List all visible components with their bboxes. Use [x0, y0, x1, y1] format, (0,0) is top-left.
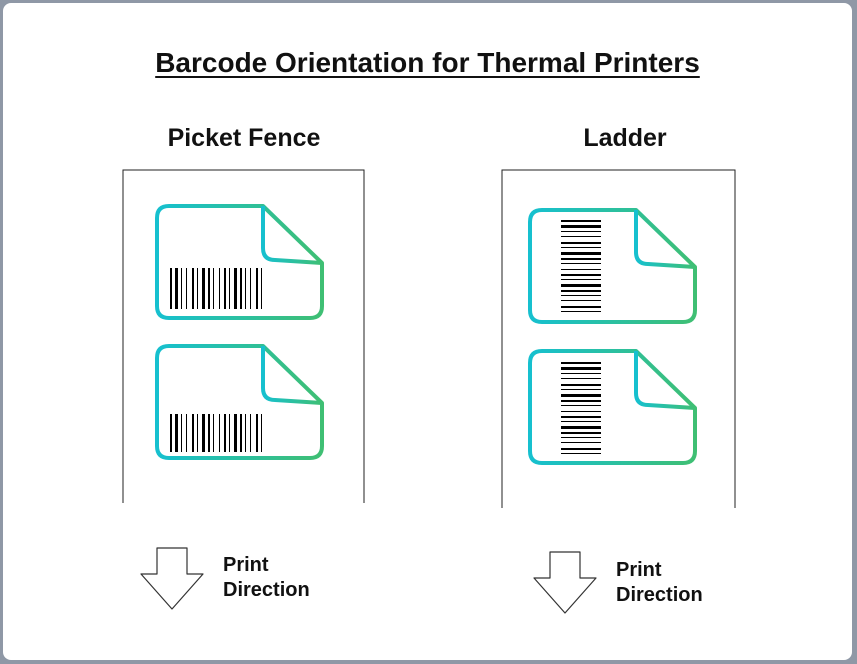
barcode-vertical-bars [170, 268, 262, 309]
label-icon-bottom [155, 344, 324, 460]
print-direction-arrow-icon [533, 551, 597, 614]
ladder-panel [501, 169, 736, 508]
barcode-horizontal-bars [561, 220, 601, 312]
diagram-canvas: Barcode Orientation for Thermal Printers… [3, 3, 852, 660]
barcode-vertical-bars [170, 414, 262, 452]
label-icon-top [528, 208, 697, 324]
label-icon-top [155, 204, 324, 320]
print-direction-arrow-icon [140, 547, 204, 610]
picket-fence-panel [122, 169, 365, 503]
ladder-heading: Ladder [583, 124, 667, 152]
barcode-horizontal-bars [561, 362, 601, 454]
diagram-title: Barcode Orientation for Thermal Printers [155, 47, 700, 78]
print-direction-label: Print Direction [223, 554, 310, 601]
label-icon-bottom [528, 349, 697, 465]
picket-fence-heading: Picket Fence [167, 124, 321, 152]
print-direction-label: Print Direction [616, 559, 703, 606]
